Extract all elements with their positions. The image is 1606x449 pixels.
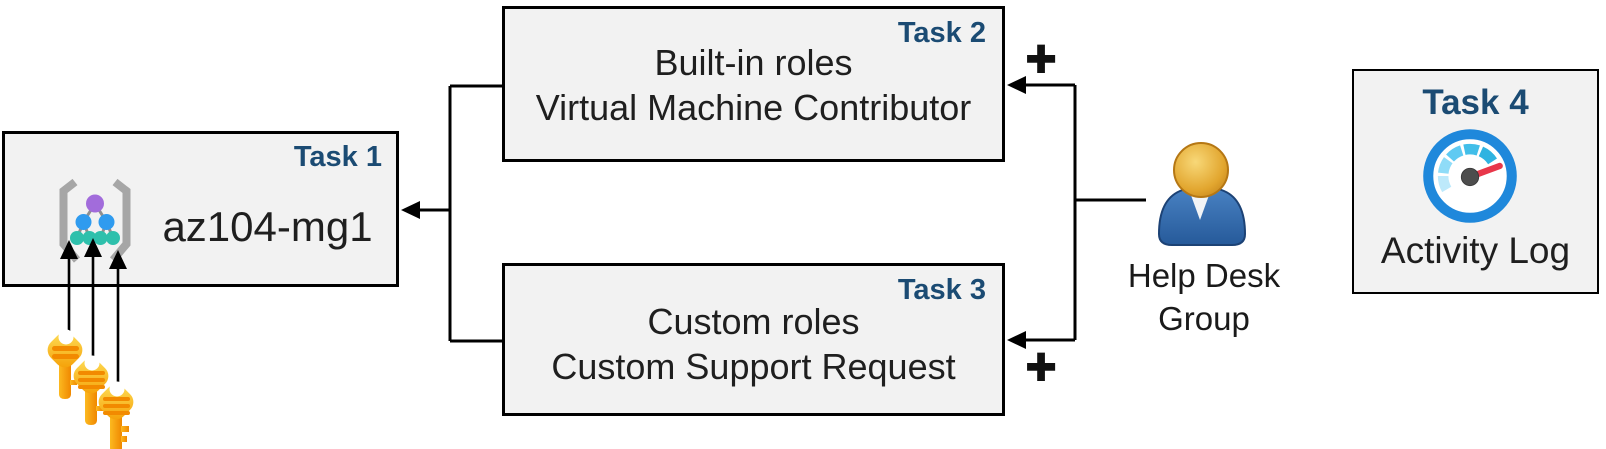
task2-line1: Built-in roles (654, 42, 853, 83)
activity-log-gauge-icon (1422, 128, 1518, 224)
key-icon-1 (47, 329, 83, 399)
mg-child-node (75, 214, 92, 230)
task2-line2: Virtual Machine Contributor (535, 87, 972, 128)
management-group-icon (50, 175, 140, 265)
task3-line2: Custom Support Request (551, 346, 956, 387)
task3-text: Custom roles Custom Support Request (505, 299, 1002, 389)
task3-box: Task 3 Custom roles Custom Support Reque… (502, 263, 1005, 416)
mg-leaf-node (106, 231, 120, 245)
task2-text: Built-in roles Virtual Machine Contribut… (505, 40, 1002, 130)
task4-box: Task 4 Activity Log (1352, 69, 1599, 294)
task1-title: az104-mg1 (162, 203, 373, 250)
task2-badge: Task 2 (897, 17, 986, 49)
plus-sign-task2: + (1025, 29, 1057, 89)
mg-root-node (86, 194, 104, 213)
task4-badge: Task 4 (1422, 83, 1529, 122)
branch-connector-tasks23 (419, 84, 502, 343)
gauge-hub (1460, 167, 1480, 187)
gauge-arc-segments (1437, 143, 1497, 193)
person-body (1157, 184, 1247, 246)
gauge-icon-svg (1423, 129, 1517, 223)
key-icon-3 (98, 381, 134, 449)
task1-box: Task 1 az104-mg1 (2, 131, 399, 287)
mg-leaf-node (70, 231, 84, 245)
keys-group (47, 329, 134, 449)
mg-leaf-node (93, 231, 108, 245)
person-icon-svg (1157, 142, 1247, 246)
task3-line1: Custom roles (647, 301, 860, 342)
person-icon (1152, 142, 1252, 246)
person-head (1173, 142, 1229, 198)
actor-label: Help Desk Group (1127, 257, 1281, 337)
mg-right-bracket (109, 178, 131, 263)
management-group-icon-svg (59, 178, 131, 263)
task4-caption: Activity Log (1380, 230, 1571, 271)
key-icon-2 (73, 355, 109, 425)
arrow-into-task1 (401, 201, 420, 219)
task3-badge: Task 3 (897, 274, 986, 306)
mg-left-bracket (59, 178, 81, 263)
task2-box: Task 2 Built-in roles Virtual Machine Co… (502, 6, 1005, 162)
task1-badge: Task 1 (293, 141, 382, 173)
plus-sign-task3: + (1025, 337, 1057, 397)
mg-tree-lines (75, 202, 115, 239)
mg-child-node (98, 214, 115, 230)
